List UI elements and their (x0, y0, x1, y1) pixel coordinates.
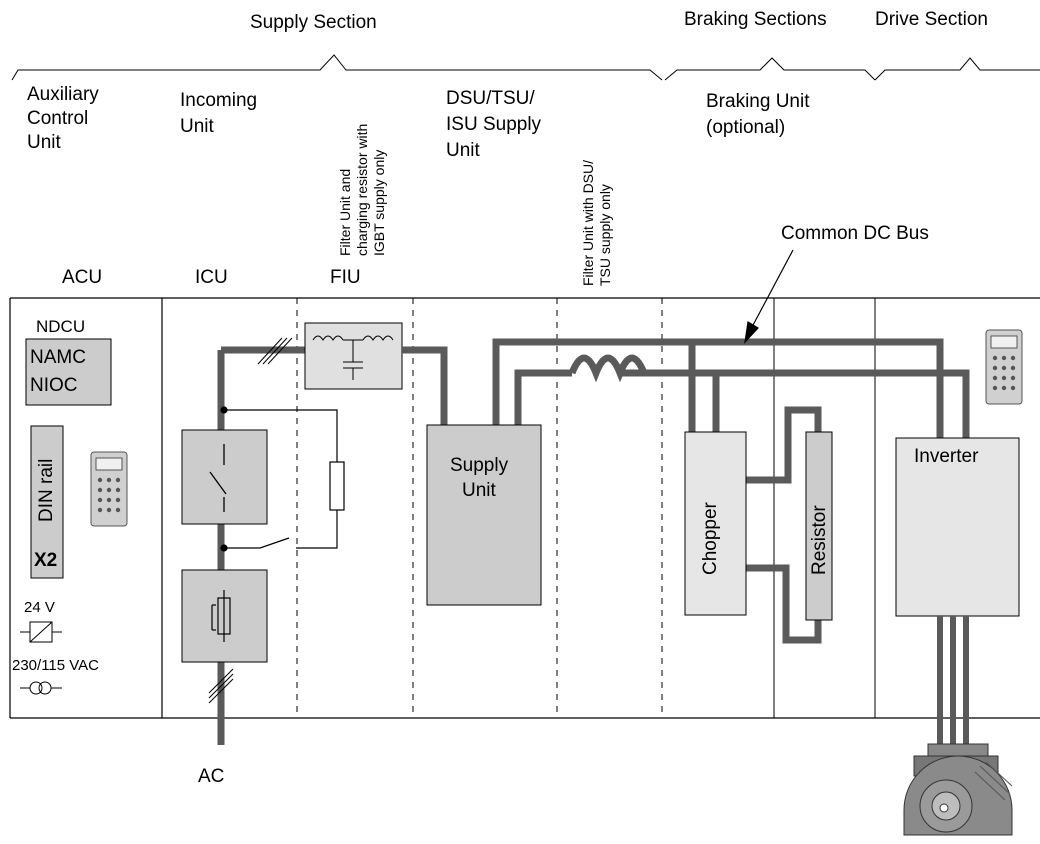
nioc-label: NIOC (30, 375, 78, 396)
control-panel-icon-drive (985, 329, 1023, 405)
braking-section-brace (664, 57, 876, 81)
vac-label: 230/115 VAC (12, 657, 100, 674)
resistor-box (805, 431, 833, 621)
dc-choke (568, 354, 648, 383)
fiu-abbr: FIU (330, 267, 361, 288)
control-panel-icon-acu (90, 451, 128, 527)
switch-symbol (209, 444, 227, 512)
din-rail-label: DIN rail (36, 458, 57, 522)
chopper-box (684, 431, 747, 616)
dc-bus-lines (402, 338, 970, 644)
resistor-label: Resistor (809, 505, 830, 575)
24v-label: 24 V (24, 599, 55, 616)
acu-abbr: ACU (62, 267, 103, 288)
icu-abbr: ICU (195, 267, 228, 288)
fiu-lc-symbol (312, 335, 394, 380)
fuse-symbol (211, 590, 231, 642)
dc-supply-symbol (20, 621, 62, 643)
fuse-box (181, 569, 268, 663)
motor-cables (937, 616, 969, 748)
supply-section-brace (11, 54, 663, 81)
ac-label: AC (198, 766, 225, 787)
x2-label: X2 (34, 550, 58, 571)
supply-unit-box (426, 424, 542, 606)
ndcu-label: NDCU (36, 317, 86, 336)
braking-sections-title: Braking Sections (684, 9, 827, 30)
common-dc-bus-arrow (744, 249, 794, 344)
common-dc-bus-label: Common DC Bus (781, 223, 929, 244)
drive-section-title: Drive Section (875, 9, 988, 30)
supply-unit-label-line1: Supply (450, 455, 509, 476)
dashed-separators (296, 298, 663, 718)
drive-section-brace (874, 57, 1040, 81)
chopper-label: Chopper (700, 502, 721, 575)
namc-label: NAMC (30, 347, 86, 368)
inverter-box (895, 437, 1020, 617)
charging-circuit (220, 406, 345, 552)
supply-section-title: Supply Section (250, 12, 377, 33)
namc-nioc-box (25, 338, 112, 406)
motor-icon (903, 743, 1013, 836)
cable-hash-marks (208, 337, 293, 704)
supply-unit-label-line2: Unit (462, 480, 496, 501)
din-rail-strip (30, 425, 64, 579)
inverter-label: Inverter (914, 446, 979, 467)
transformer-symbol (20, 681, 62, 695)
